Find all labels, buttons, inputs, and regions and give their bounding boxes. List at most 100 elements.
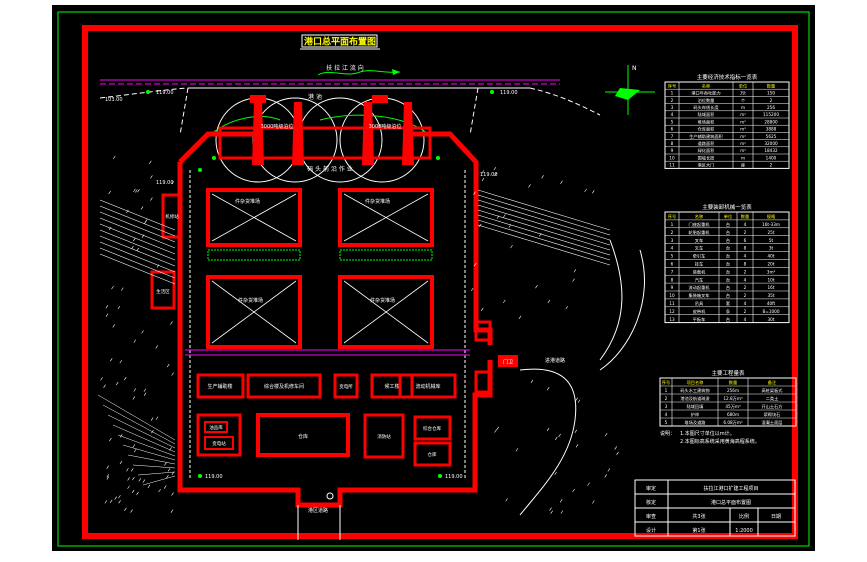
svg-text:119.00: 119.00	[156, 90, 174, 96]
table-cell: 2	[744, 285, 747, 290]
table-cell: 16t-33m	[762, 222, 780, 227]
terrain-contours	[97, 155, 645, 516]
table-title: 主要装卸机械一览表	[702, 203, 752, 211]
table-cell: 港池及航道疏浚	[680, 395, 709, 402]
table-cell: 4	[671, 112, 674, 117]
table-cell: 门座起重机	[689, 221, 711, 228]
svg-text:件杂货堆场: 件杂货堆场	[365, 198, 390, 205]
main-gate: 港区道路 119.00 119.00 119.00 119.00	[156, 168, 498, 540]
table-cell: 生产辅助建筑面积	[689, 133, 723, 140]
table-cell: 20t	[768, 262, 775, 267]
table-cell: 1	[665, 388, 668, 393]
table-cell: 2	[671, 230, 674, 235]
table-cell: 围墙长度	[698, 154, 716, 161]
svg-text:119.00: 119.00	[205, 474, 223, 480]
svg-text:综合仓库: 综合仓库	[423, 425, 441, 432]
table-cell: 12	[669, 309, 675, 314]
svg-text:机修站: 机修站	[165, 213, 179, 220]
svg-text:第1张: 第1张	[692, 527, 705, 534]
svg-text:119.00: 119.00	[156, 180, 174, 186]
table-cell: B=1000	[762, 309, 779, 314]
table-cell: 装载机	[693, 268, 706, 275]
table-cell: m²	[740, 112, 746, 117]
table-cell: 叉车	[695, 245, 703, 252]
title-block: 审定 扶拉江港口扩建工程项目 核定 港口总平面布置图 审查 共3张 比例 日期 …	[634, 479, 796, 537]
table-cell: 10	[669, 155, 675, 160]
table-cell: 陆域面积	[698, 111, 715, 118]
svg-text:件杂货堆场: 件杂货堆场	[235, 198, 260, 205]
svg-text:港区道路: 港区道路	[308, 507, 328, 514]
wharf: 3000吨级泊位 3000吨级泊位 码 头 前 沿 作 业	[209, 95, 440, 183]
table-cell: 台	[726, 261, 730, 268]
svg-text:综合楼及机修车间: 综合楼及机修车间	[264, 383, 304, 390]
table-cell: 45万m³	[725, 404, 741, 410]
table-cell: 4	[744, 254, 747, 259]
table-cell: 8	[744, 262, 747, 267]
table-cell: 28800	[764, 119, 778, 124]
drawing-title: 港口总平面布置图	[300, 34, 380, 50]
table-cell: 座	[741, 162, 745, 169]
table-cell: 11	[669, 301, 675, 306]
svg-text:仓库: 仓库	[298, 433, 308, 440]
table-cell: 12.8万m³	[723, 396, 743, 402]
table-cell: 万t	[740, 91, 746, 97]
table-cell: 5	[671, 119, 674, 124]
table-cell: 泊位数量	[698, 97, 715, 104]
yard: 件杂货堆场	[338, 188, 434, 247]
table-cell: 台	[726, 284, 730, 291]
table-cell: 2	[744, 309, 747, 314]
table-cell: 680m	[727, 412, 739, 417]
table-cell: 4	[665, 412, 668, 417]
river-area: 扶 拉 江 流 向 港 池 119.00 119.00 103.00	[99, 64, 601, 136]
table-cell: 3	[671, 238, 674, 243]
table-cell: 256m	[727, 388, 739, 393]
table-cell: 30t	[768, 317, 775, 322]
table-cell: 40t	[768, 254, 775, 259]
svg-text:生活区: 生活区	[156, 288, 170, 295]
table-cell: 11	[669, 163, 675, 168]
svg-text:103.00: 103.00	[105, 97, 123, 103]
svg-text:比例: 比例	[739, 513, 749, 520]
table-cell: 码头水工建筑物	[680, 387, 709, 394]
svg-text:油品库: 油品库	[209, 424, 223, 431]
outer-border	[57, 11, 810, 547]
table-cell: 256	[767, 105, 775, 110]
table-title: 主要经济技术指标一览表	[697, 73, 758, 81]
svg-text:3000吨级泊位: 3000吨级泊位	[261, 123, 294, 130]
table-cell: 25t	[768, 230, 775, 235]
table-cell: 二类土	[766, 395, 779, 402]
table-cell: 台	[726, 316, 730, 323]
table-cell: 套	[726, 300, 731, 307]
svg-text:核定: 核定	[646, 499, 656, 506]
table-cell: 台	[726, 276, 730, 283]
table-cell: 平板车	[693, 316, 706, 323]
svg-text:1.本图尺寸单位以m计。: 1.本图尺寸单位以m计。	[680, 430, 735, 437]
table-cell: 台	[726, 245, 730, 252]
table-cell: 3m³	[767, 269, 776, 274]
table-cell: 6	[671, 127, 674, 132]
table-cell: m²	[740, 119, 746, 124]
table-cell: 2	[744, 230, 747, 235]
svg-text:2.本图标高系统采用黄海高程系统。: 2.本图标高系统采用黄海高程系统。	[680, 438, 760, 445]
table-cell: 2	[770, 163, 773, 168]
table-cell: 5625	[766, 134, 777, 139]
table-cell: 2	[665, 396, 668, 401]
table-cell: 16t	[768, 285, 775, 290]
table-cell: 浆砌块石	[764, 411, 781, 418]
svg-text:日期: 日期	[771, 514, 781, 520]
table-header-cell: 数量	[767, 82, 775, 89]
svg-text:变电所: 变电所	[339, 383, 353, 390]
table-cell: 堆场及道路	[685, 419, 707, 426]
table-cell: 集装箱叉车	[689, 292, 710, 299]
side-buildings: 机修站 生活区 门卫 进港道路	[150, 193, 565, 394]
table-cell: 混凝土面层	[762, 419, 783, 426]
table-header-cell: 项目名称	[687, 379, 704, 386]
table-cell: 150	[767, 91, 775, 96]
table-cell: 4	[744, 277, 747, 282]
svg-text:扶 拉 江 流 向: 扶 拉 江 流 向	[326, 64, 364, 72]
table-cell: 绿化面积	[698, 147, 715, 154]
table-cell: 6	[671, 262, 674, 267]
